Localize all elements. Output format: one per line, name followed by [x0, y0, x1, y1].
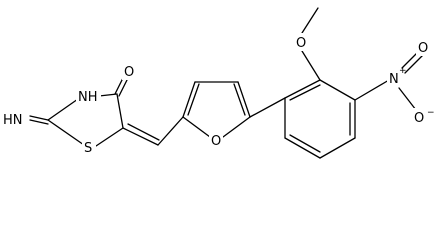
carbonyl-o-label: O — [124, 65, 134, 80]
nitro-n-label: N — [389, 72, 399, 87]
nitro-o-top-label: O — [418, 41, 428, 56]
bond-ph2-ph3 — [319, 79, 356, 101]
imine-nh-label: HN — [3, 113, 23, 128]
bond-ph1-ph2 — [284, 79, 321, 99]
bond-c4-c5 — [116, 93, 124, 129]
bond-furan-phenyl — [249, 97, 286, 118]
nitro-n-charge: + — [399, 66, 407, 76]
bond-ph5-ph6-double — [289, 134, 321, 153]
methoxy-o-label: O — [296, 36, 306, 51]
bond-ph5-ph6 — [284, 137, 321, 159]
bond-ph4-ph5 — [319, 137, 356, 159]
bond-ph1-ph2-double — [289, 84, 321, 101]
bond-fc2-fc3-double — [187, 83, 200, 116]
bond-c2-imine — [29, 115, 49, 121]
ring-s-label: S — [84, 141, 92, 156]
bond-fc4-fc5 — [237, 81, 251, 118]
bond-c5-s1 — [95, 127, 124, 147]
bond-methoxy-o-ch3 — [301, 7, 319, 34]
nitro-o-bottom-label: O — [414, 111, 424, 126]
furan-o-label: O — [211, 134, 221, 149]
nitro-o-charge: − — [427, 108, 435, 118]
bond-ph2-methoxy-o — [301, 50, 321, 81]
bond-c4-carbonyl — [114, 77, 124, 95]
bond-c2-imine-double — [29, 119, 49, 125]
bond-fc4-fc5-double — [233, 83, 246, 116]
bond-c4-carbonyl-double — [118, 79, 128, 97]
bond-fc2-fc3 — [182, 81, 196, 118]
bond-ph4-nitro — [354, 79, 390, 101]
molecule-structure: HN NH S O O O N + O O − — [1, 7, 435, 159]
bond-c5-methine-double — [127, 123, 160, 141]
bond-nitro-o-bottom — [398, 87, 417, 111]
bond-c2-n3 — [47, 98, 79, 121]
bonds — [29, 7, 425, 159]
ring-nh-label: NH — [78, 90, 98, 105]
bond-c5-methine — [122, 127, 159, 146]
molecule-diagram: HN NH S O O O N + O O − — [1, 7, 435, 159]
bond-methine-furan — [157, 116, 184, 146]
atom-labels: HN NH S O O O N + O O − — [1, 33, 435, 156]
bond-o-fc2 — [182, 116, 211, 138]
bond-s1-c2 — [47, 119, 85, 146]
bond-nitro-o-top-double — [404, 53, 425, 74]
bond-fc5-o — [222, 116, 251, 138]
